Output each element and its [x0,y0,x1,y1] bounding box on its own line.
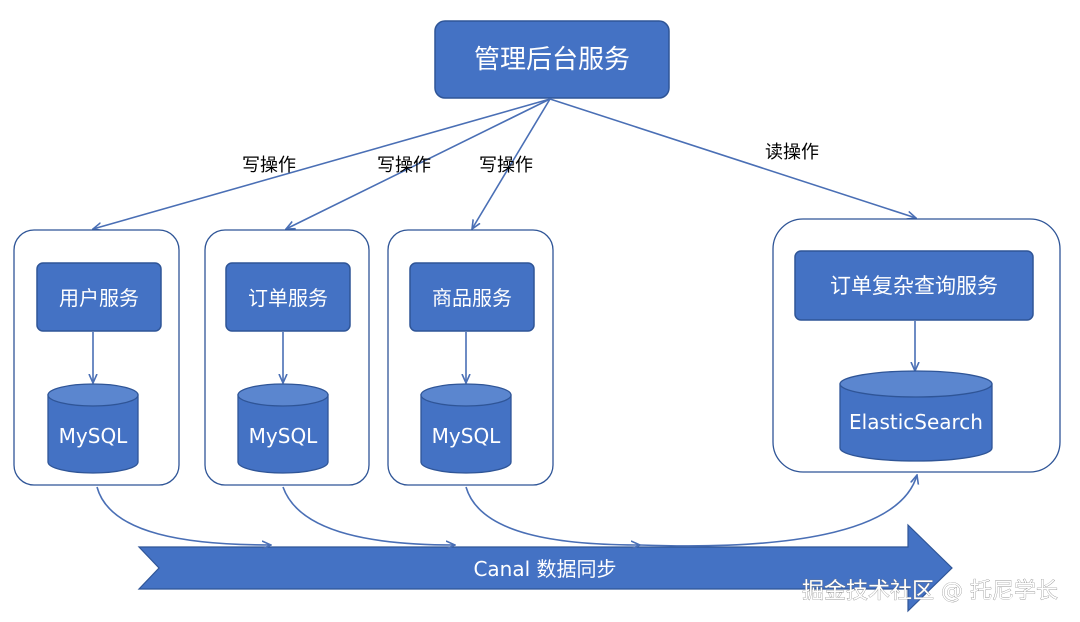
order-query-service-label: 订单复杂查询服务 [830,274,998,298]
order-query-service-container: 订单复杂查询服务 ElasticSearch [772,218,1061,473]
order-mysql-db: MySQL [237,383,329,474]
product-mysql-label: MySQL [432,424,502,448]
order-service-label: 订单服务 [248,286,328,310]
product-service-container: 商品服务 MySQL [387,229,554,486]
admin-backend-service-label: 管理后台服务 [474,45,630,75]
order-service-container: 订单服务 MySQL [204,229,370,486]
edge-label-write-product: 写操作 [479,155,533,176]
order-mysql-label: MySQL [249,424,319,448]
edge-label-write-order: 写操作 [377,155,431,176]
product-mysql-db: MySQL [420,383,512,474]
sync-curve-product [465,486,640,545]
user-mysql-db: MySQL [47,383,139,474]
write-arrow-user [93,98,551,229]
user-mysql-label: MySQL [59,424,129,448]
watermark: 掘金技术社区 @ 托尼学长 [802,579,1058,604]
sync-curve-to-elasticsearch [639,475,917,547]
admin-backend-service: 管理后台服务 [434,20,670,99]
elasticsearch-db: ElasticSearch [839,370,993,462]
edge-label-read: 读操作 [765,142,819,163]
user-service-label: 用户服务 [59,286,139,310]
write-arrow-product [472,98,551,229]
edge-label-write-user: 写操作 [242,155,296,176]
sync-curve-user [96,486,271,545]
read-arrow-query [549,98,916,218]
elasticsearch-label: ElasticSearch [849,410,983,434]
canal-sync-arrow: Canal 数据同步 [137,523,953,613]
sync-curve-order [282,486,455,545]
write-arrow-order [286,98,551,229]
user-service-container: 用户服务 MySQL [13,229,180,486]
canal-sync-label: Canal 数据同步 [473,557,616,581]
product-service-label: 商品服务 [432,286,512,310]
